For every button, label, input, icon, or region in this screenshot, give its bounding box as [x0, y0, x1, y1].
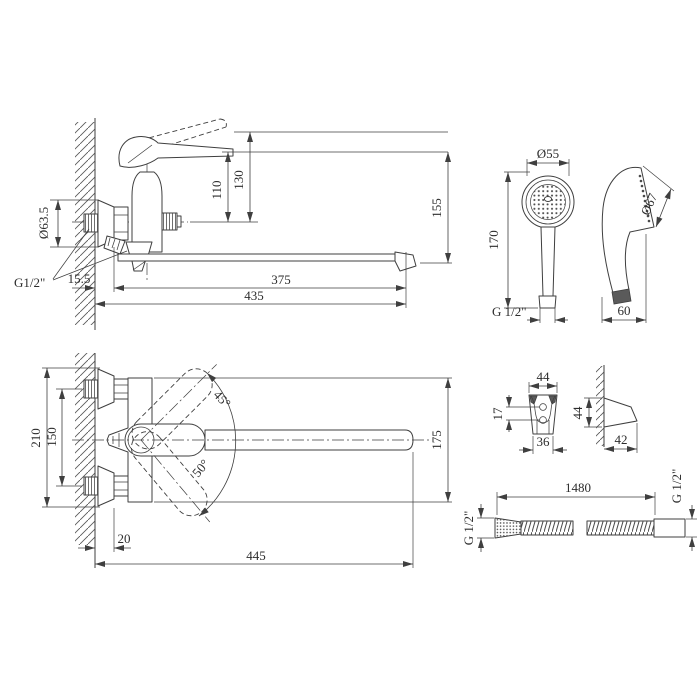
bracket-wall-hatch	[596, 366, 604, 446]
shower-thread-label: G 1/2"	[492, 304, 527, 319]
dim-flange-diameter: Ø63.5	[36, 207, 51, 239]
dim-head-diameter: Ø55	[537, 146, 559, 161]
dim-155: 155	[429, 198, 444, 218]
bracket-side-outline	[603, 397, 638, 428]
hose-dimensions: 1480 G 1/2" G 1/2"	[461, 469, 697, 552]
mixer-top-dimensions: 210 150 175 20 445	[28, 367, 452, 568]
dim-175: 175	[429, 430, 444, 450]
dim-1480: 1480	[565, 480, 591, 495]
shower-head-ring	[525, 179, 571, 225]
shower-hose: 1480 G 1/2" G 1/2"	[461, 469, 697, 552]
dim-375: 375	[271, 272, 291, 287]
shower-handle-fitting	[538, 295, 557, 309]
mixer-top-view: 45° 50° 210 150 175 20 445	[28, 353, 452, 568]
bracket-side-view: 44 42	[570, 365, 638, 453]
thread-label: G1/2"	[14, 275, 45, 290]
dim-bracket-44: 44	[537, 369, 551, 384]
spout-outlet-tip	[394, 251, 417, 272]
dim-130: 130	[231, 170, 246, 190]
dim-150: 150	[44, 427, 59, 447]
shower-handle	[540, 226, 556, 297]
spray-center	[543, 196, 553, 202]
swing-arc	[198, 372, 237, 517]
mixer-side-view: 110 130 155 Ø63.5 G1/2" 15.5 375 435	[14, 118, 452, 330]
wall-hatching-top-view	[75, 353, 95, 545]
lever-handle	[118, 136, 234, 168]
shower-head-side-view: Ø67 60	[601, 165, 675, 323]
bracket-front-outline	[528, 394, 558, 435]
bracket-front-view: 44 17 36	[490, 369, 567, 454]
wall-thread-texture	[84, 214, 98, 232]
dim-45deg: 45°	[211, 387, 234, 411]
mixer-body	[131, 171, 163, 253]
dim-15-5: 15.5	[68, 271, 91, 286]
shower-side-outline	[601, 166, 655, 294]
bracket-front-dimensions: 44 17 36	[490, 369, 567, 454]
dim-36: 36	[537, 434, 551, 449]
dim-60: 60	[618, 303, 631, 318]
inlet-lower	[83, 465, 129, 507]
dim-445: 445	[246, 548, 266, 563]
mixer-side-dimensions: 110 130 155 Ø63.5 G1/2" 15.5 375 435	[14, 131, 452, 308]
dim-42: 42	[615, 432, 628, 447]
hose-thread-left-label: G 1/2"	[461, 511, 476, 546]
shower-head-front-view: Ø55 170 G 1/2"	[486, 146, 575, 323]
dim-110: 110	[209, 180, 224, 199]
shower-side-fitting	[611, 288, 632, 305]
dim-20: 20	[118, 531, 131, 546]
dim-435: 435	[244, 288, 264, 303]
shower-front-dimensions: Ø55 170 G 1/2"	[486, 146, 570, 323]
spout-tube	[117, 253, 397, 262]
connection-nut	[113, 206, 129, 241]
dim-210: 210	[28, 428, 43, 448]
inlet-upper	[83, 368, 129, 410]
dim-17: 17	[490, 407, 505, 421]
dim-bracket-side-44: 44	[570, 406, 585, 420]
hose-nut-fitting	[653, 518, 686, 538]
spray-face-dots	[638, 174, 651, 223]
shower-outlet-cap	[176, 215, 182, 228]
bracket-side-dimensions: 44 42	[570, 397, 638, 453]
dim-170: 170	[486, 230, 501, 250]
hose-thread-right-label: G 1/2"	[669, 469, 684, 504]
